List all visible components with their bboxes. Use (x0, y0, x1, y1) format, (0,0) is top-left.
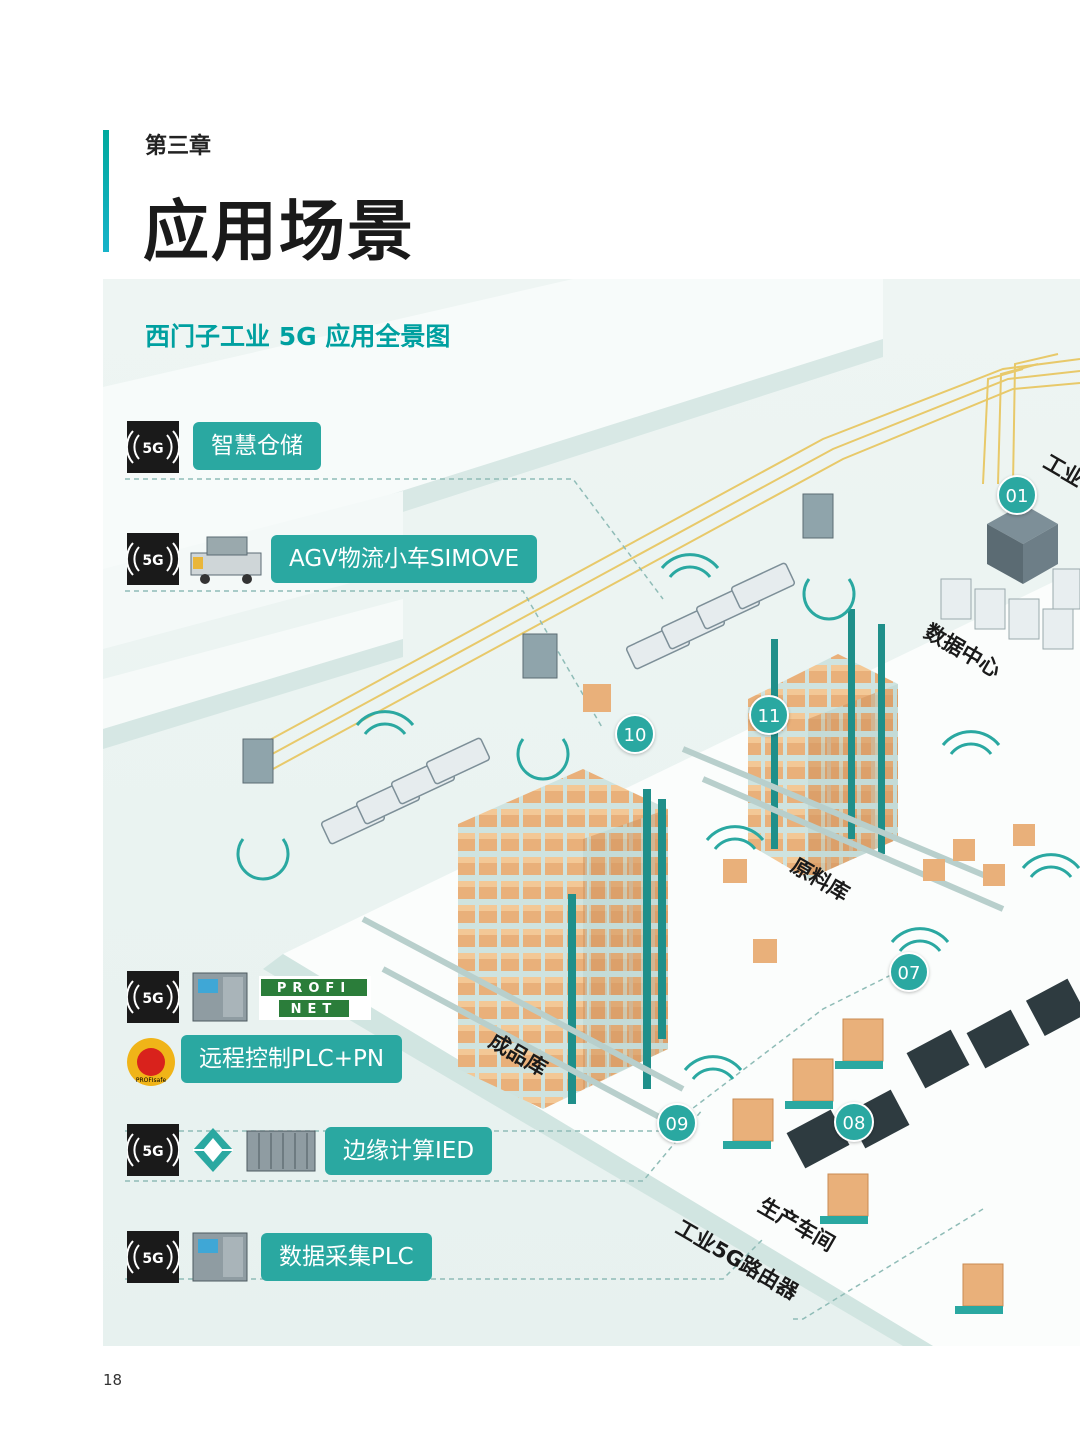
svg-text:5G: 5G (142, 441, 163, 457)
data-center-racks (940, 568, 1080, 650)
legend-label-smart-warehouse: 智慧仓储 (193, 422, 321, 470)
page-number: 18 (103, 1371, 123, 1389)
left-ledge-lower-edge (103, 639, 403, 749)
5g-icon: 5G (127, 421, 179, 473)
badge-11: 11 (749, 695, 789, 735)
svg-text:5G: 5G (142, 991, 163, 1007)
upper-platform (103, 279, 883, 579)
profisafe-badge: PROFIsafe (125, 1036, 177, 1088)
production-line (786, 978, 1080, 1169)
badge-10: 10 (615, 714, 655, 754)
legend-label-remote-plc: 远程控制PLC+PN (181, 1035, 403, 1083)
legend-label-agv: AGV物流小车SIMOVE (271, 535, 538, 583)
badge-08: 08 (834, 1102, 874, 1142)
page-title: 应用场景 (143, 193, 415, 270)
svg-text:PROFI: PROFI (277, 981, 351, 996)
data-center-server (987, 504, 1058, 584)
5g-icon: 5G (127, 971, 179, 1023)
left-ledge-lower (103, 599, 403, 729)
badge-09: 09 (657, 1103, 697, 1143)
delivery-trucks (320, 562, 796, 845)
cargo-carts (583, 684, 1035, 1314)
edge-diamond-icon (189, 1124, 237, 1176)
network-cables (252, 353, 1080, 770)
legend-label-data-collection: 数据采集PLC (261, 1233, 432, 1281)
wall-antennas (242, 493, 834, 784)
badge-01: 01 (997, 475, 1037, 515)
svg-text:5G: 5G (142, 1144, 163, 1160)
chapter-label: 第三章 (145, 134, 212, 159)
plc-icon (191, 1231, 249, 1283)
finished-goods-rack (361, 769, 685, 1122)
svg-text:NET: NET (291, 1002, 338, 1017)
legend-label-edge-computing: 边缘计算IED (325, 1127, 493, 1175)
profinet-logo: PROFI NET (259, 976, 371, 1020)
ied-device-icon (245, 1129, 317, 1173)
chapter-accent-bar (103, 130, 109, 252)
factory-floor-edge (263, 954, 933, 1346)
wireless-signals (236, 553, 1080, 1080)
diagram-title: 西门子工业 5G 应用全景图 (145, 322, 451, 351)
badge-07: 07 (889, 952, 929, 992)
svg-text:PROFIsafe: PROFIsafe (136, 1077, 167, 1084)
5g-icon: 5G (127, 1124, 179, 1176)
agv-vehicle-icon (187, 531, 267, 587)
plc-icon (191, 971, 249, 1023)
5g-icon: 5G (127, 1231, 179, 1283)
svg-text:5G: 5G (142, 553, 163, 569)
panorama-diagram: 西门子工业 5G 应用全景图 5G 智慧仓储 5G AGV物流小车SIMOVE … (103, 279, 1080, 1346)
svg-text:5G: 5G (142, 1251, 163, 1267)
5g-icon: 5G (127, 533, 179, 585)
